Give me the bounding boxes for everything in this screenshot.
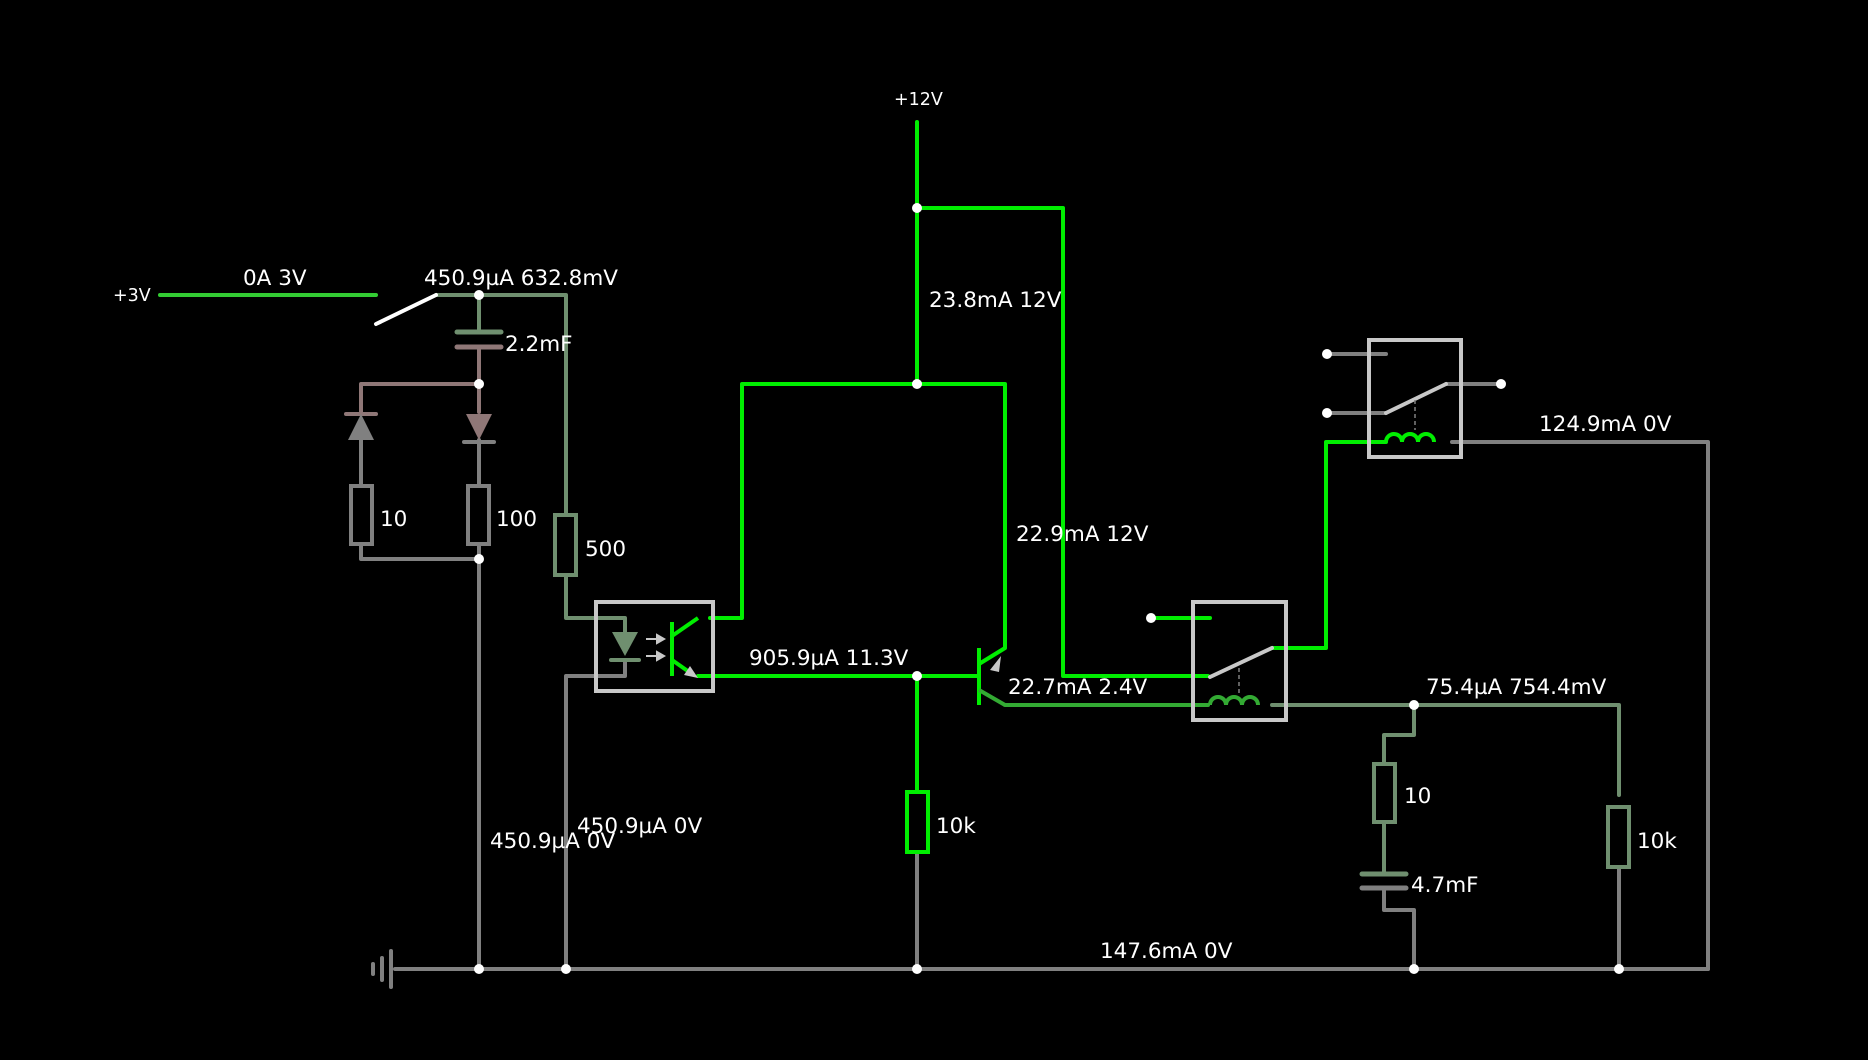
junction-node[interactable] (1322, 349, 1332, 359)
junction-node[interactable] (1496, 379, 1506, 389)
resistor-icon[interactable] (553, 513, 578, 577)
reading-switch-in: 0A 3V (243, 266, 307, 291)
junction-node[interactable] (1409, 964, 1419, 974)
wire-relay2-coil-out[interactable] (1450, 440, 1710, 971)
junction-node[interactable] (1322, 408, 1332, 418)
junction-node[interactable] (912, 203, 922, 213)
wire-12v-opto-collector[interactable] (708, 382, 919, 620)
wire-res-bottom[interactable] (359, 542, 481, 971)
reading-left-return: 450.9µA 0V (490, 829, 615, 854)
value-res-10-left: 10 (380, 507, 407, 532)
junction-node[interactable] (1146, 613, 1156, 623)
resistor-icon[interactable] (349, 484, 374, 546)
junction-node[interactable] (474, 290, 484, 300)
wire-switch-out[interactable] (434, 293, 568, 517)
junction-node[interactable] (474, 379, 484, 389)
wire-rc-branch[interactable] (1382, 703, 1416, 764)
value-res-right: 10k (1637, 829, 1677, 854)
value-res-100: 100 (496, 507, 537, 532)
wire-12v-collector[interactable] (915, 382, 1007, 650)
wire-rc-bottom[interactable] (1382, 888, 1416, 971)
wire-cap-bottom[interactable] (359, 348, 481, 414)
junction-node[interactable] (474, 964, 484, 974)
npn-transistor-icon[interactable] (977, 646, 1007, 707)
optocoupler-icon[interactable] (594, 600, 715, 693)
labels: +3V +12V 0A 3V 450.9µA 632.8mV 23.8mA 12… (113, 90, 1677, 964)
source-label-3v: +3V (113, 286, 151, 306)
relay-icon[interactable] (1191, 600, 1288, 722)
junction-node[interactable] (1614, 964, 1624, 974)
junction-node[interactable] (912, 671, 922, 681)
reading-opto-return: 450.9µA 0V (577, 814, 702, 839)
resistor-icon[interactable] (1372, 762, 1397, 824)
value-cap-top: 2.2mF (505, 332, 573, 357)
resistor-icon[interactable] (905, 790, 930, 854)
value-res-base: 10k (936, 814, 976, 839)
wire-12v-relay-branch[interactable] (915, 206, 1210, 678)
ground-icon[interactable] (371, 949, 393, 989)
value-res-rc: 10 (1404, 784, 1431, 809)
reading-ground-bus: 147.6mA 0V (1100, 939, 1233, 964)
reading-relay1-coil-out: 75.4µA 754.4mV (1426, 675, 1607, 700)
junction-node[interactable] (561, 964, 571, 974)
reading-switch-out: 450.9µA 632.8mV (424, 266, 618, 291)
reading-collector: 22.9mA 12V (1016, 522, 1149, 547)
relay-icon[interactable] (1367, 338, 1463, 459)
value-res-500: 500 (585, 537, 626, 562)
junction-nodes (474, 203, 1624, 974)
wires (158, 120, 1710, 971)
junction-node[interactable] (474, 554, 484, 564)
junction-node[interactable] (1409, 700, 1419, 710)
switch-icon[interactable] (374, 293, 438, 326)
value-cap-rc: 4.7mF (1411, 873, 1479, 898)
capacitor-icon[interactable] (454, 329, 504, 350)
reading-supply12-branch: 23.8mA 12V (929, 288, 1062, 313)
junction-node[interactable] (912, 379, 922, 389)
junction-node[interactable] (912, 964, 922, 974)
diode-icon[interactable] (344, 412, 378, 440)
wire-relay1-coil-out[interactable] (1270, 703, 1621, 797)
reading-emitter: 22.7mA 2.4V (1008, 675, 1148, 700)
capacitor-icon[interactable] (1359, 871, 1409, 891)
reading-base: 905.9µA 11.3V (749, 646, 909, 671)
source-label-12v: +12V (894, 90, 943, 110)
resistor-icon[interactable] (1606, 805, 1631, 869)
diode-icon[interactable] (462, 414, 496, 444)
reading-relay2-coil: 124.9mA 0V (1539, 412, 1672, 437)
resistor-icon[interactable] (466, 484, 491, 546)
wire-relay1-com-relay2[interactable] (1270, 440, 1388, 650)
